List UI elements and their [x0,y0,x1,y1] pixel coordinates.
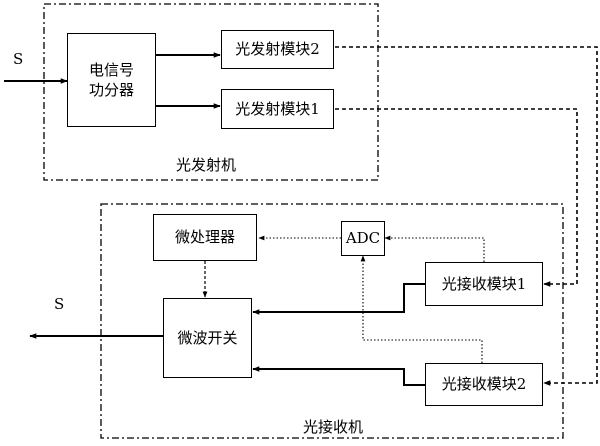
transmitter-title: 光发射机 [176,156,237,174]
microprocessor-block: 微处理器 [153,214,257,261]
receiver2-to-switch-arrow [252,366,425,386]
receiver-group-border [100,203,564,439]
optical-emitter-1-block: 光发射模块1 [221,89,334,129]
adc-block: ADC [341,221,385,256]
receiver1-to-adc-arrow [384,235,485,262]
input-signal-label: S [13,50,24,68]
receiver-title: 光接收机 [303,418,364,436]
optical-link-1 [335,108,578,287]
optical-link-2 [335,46,598,386]
receiver2-to-adc-arrow [360,255,483,363]
output-signal-label: S [54,295,65,313]
receiver1-to-switch-arrow [252,283,425,315]
signal-splitter-block: 电信号 功分器 [67,33,156,127]
optical-emitter-2-block: 光发射模块2 [221,30,334,69]
optical-receiver-2-block: 光接收模块2 [425,363,543,406]
optical-receiver-1-block: 光接收模块1 [425,262,543,306]
microwave-switch-block: 微波开关 [163,298,252,378]
transmitter-group-border [43,3,379,181]
